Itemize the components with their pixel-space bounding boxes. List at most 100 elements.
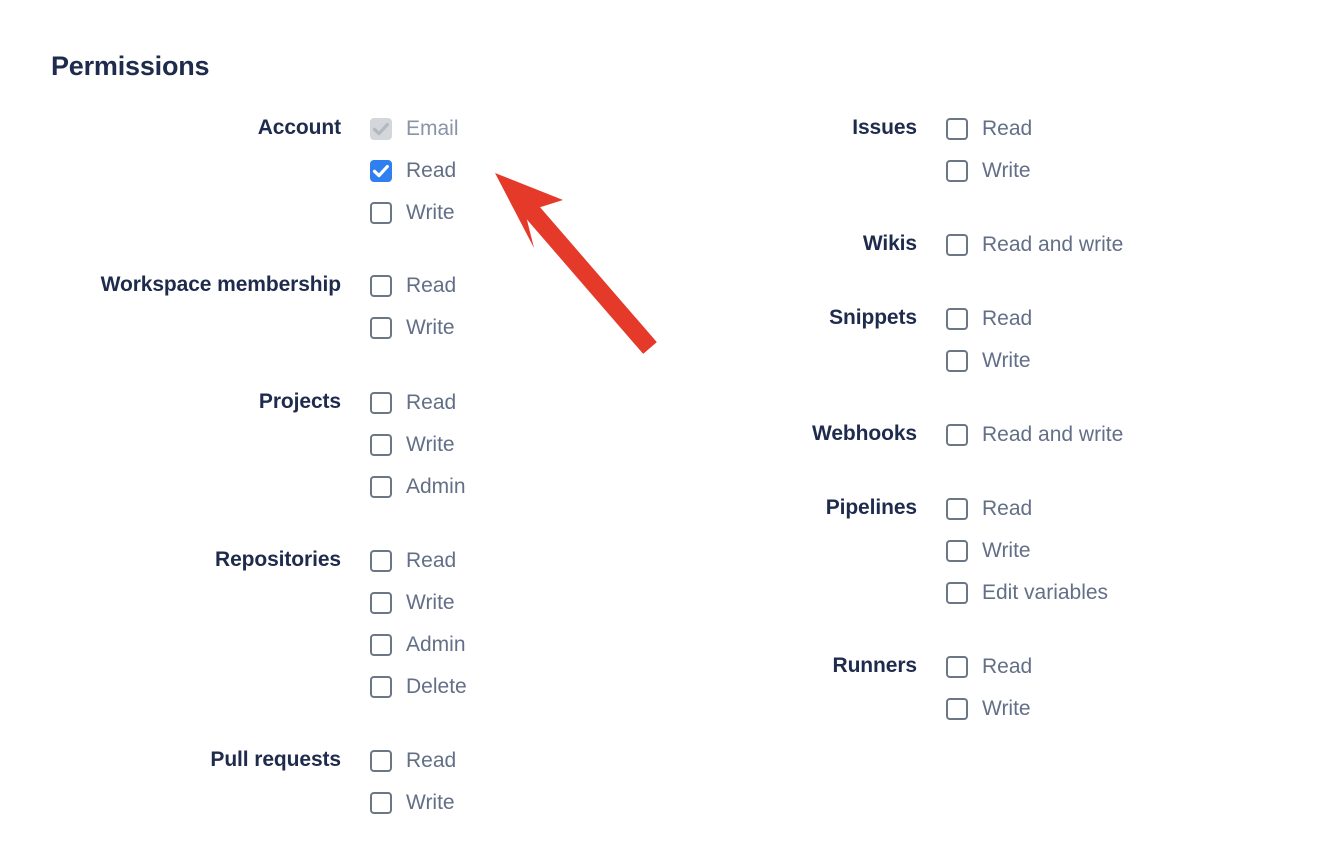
permission-option-snippets-write[interactable]: Write xyxy=(946,340,1032,382)
checkbox-repositories-delete[interactable] xyxy=(370,676,392,698)
permission-group-label-snippets: Snippets xyxy=(829,306,917,329)
checkbox-label-repositories-delete: Delete xyxy=(406,675,467,698)
permission-option-projects-admin[interactable]: Admin xyxy=(370,466,466,508)
checkbox-repositories-admin[interactable] xyxy=(370,634,392,656)
checkbox-repositories-read[interactable] xyxy=(370,550,392,572)
checkbox-label-snippets-read: Read xyxy=(982,307,1033,330)
checkbox-runners-read[interactable] xyxy=(946,656,968,678)
checkbox-label-repositories-admin: Admin xyxy=(406,633,466,656)
permission-option-runners-read[interactable]: Read xyxy=(946,646,1032,688)
checkbox-label-account-write: Write xyxy=(406,201,455,224)
page-title: Permissions xyxy=(51,51,210,81)
checkbox-webhooks-read-and-write[interactable] xyxy=(946,424,968,446)
checkbox-label-snippets-write: Write xyxy=(982,349,1031,372)
checkbox-label-repositories-write: Write xyxy=(406,591,455,614)
permission-group-label-pipelines: Pipelines xyxy=(825,496,917,519)
permission-option-issues-write[interactable]: Write xyxy=(946,150,1032,192)
permission-option-pull-requests-write[interactable]: Write xyxy=(370,782,456,824)
permission-option-issues-read[interactable]: Read xyxy=(946,108,1032,150)
permission-option-projects-read[interactable]: Read xyxy=(370,382,466,424)
checkbox-repositories-write[interactable] xyxy=(370,592,392,614)
checkbox-pipelines-write[interactable] xyxy=(946,540,968,562)
permission-option-pipelines-read[interactable]: Read xyxy=(946,488,1108,530)
checkbox-label-pull-requests-read: Read xyxy=(406,749,457,772)
permission-option-runners-write[interactable]: Write xyxy=(946,688,1032,730)
checkbox-pull-requests-read[interactable] xyxy=(370,750,392,772)
permission-option-repositories-read[interactable]: Read xyxy=(370,540,467,582)
permission-option-account-read[interactable]: Read xyxy=(370,150,459,192)
checkbox-account-read[interactable] xyxy=(370,160,392,182)
checkbox-label-pipelines-write: Write xyxy=(982,539,1031,562)
checkbox-runners-write[interactable] xyxy=(946,698,968,720)
checkbox-pipelines-read[interactable] xyxy=(946,498,968,520)
permission-option-workspace-membership-write[interactable]: Write xyxy=(370,307,456,349)
permission-option-repositories-admin[interactable]: Admin xyxy=(370,624,467,666)
permission-option-pipelines-edit-variables[interactable]: Edit variables xyxy=(946,572,1108,614)
checkbox-snippets-read[interactable] xyxy=(946,308,968,330)
permission-group-label-account: Account xyxy=(257,116,341,139)
permission-group-label-repositories: Repositories xyxy=(215,548,341,571)
checkbox-account-write[interactable] xyxy=(370,202,392,224)
checkbox-issues-write[interactable] xyxy=(946,160,968,182)
permission-option-projects-write[interactable]: Write xyxy=(370,424,466,466)
permission-option-repositories-delete[interactable]: Delete xyxy=(370,666,467,708)
permission-option-account-write[interactable]: Write xyxy=(370,192,459,234)
checkbox-label-wikis-read-and-write: Read and write xyxy=(982,233,1124,256)
permission-group-label-workspace-membership: Workspace membership xyxy=(100,273,341,296)
checkbox-label-runners-read: Read xyxy=(982,655,1033,678)
permission-option-pull-requests-read[interactable]: Read xyxy=(370,740,456,782)
permission-option-wikis-read-and-write[interactable]: Read and write xyxy=(946,224,1123,266)
permission-options-webhooks: Read and write xyxy=(917,414,1123,456)
checkbox-label-issues-write: Write xyxy=(982,159,1031,182)
checkbox-projects-admin[interactable] xyxy=(370,476,392,498)
checkbox-label-account-read: Read xyxy=(406,159,457,182)
checkbox-wikis-read-and-write[interactable] xyxy=(946,234,968,256)
permission-option-repositories-write[interactable]: Write xyxy=(370,582,467,624)
checkbox-label-projects-write: Write xyxy=(406,433,455,456)
checkbox-workspace-membership-write[interactable] xyxy=(370,317,392,339)
checkbox-pull-requests-write[interactable] xyxy=(370,792,392,814)
checkbox-snippets-write[interactable] xyxy=(946,350,968,372)
checkbox-projects-write[interactable] xyxy=(370,434,392,456)
permission-group-label-projects: Projects xyxy=(258,390,341,413)
checkbox-workspace-membership-read[interactable] xyxy=(370,275,392,297)
checkbox-label-projects-read: Read xyxy=(406,391,457,414)
permission-option-snippets-read[interactable]: Read xyxy=(946,298,1032,340)
checkbox-label-runners-write: Write xyxy=(982,697,1031,720)
permission-option-pipelines-write[interactable]: Write xyxy=(946,530,1108,572)
checkbox-label-account-email: Email xyxy=(406,117,459,140)
permission-group-label-runners: Runners xyxy=(832,654,918,677)
checkbox-label-pull-requests-write: Write xyxy=(406,791,455,814)
permission-option-webhooks-read-and-write[interactable]: Read and write xyxy=(946,414,1123,456)
checkbox-label-repositories-read: Read xyxy=(406,549,457,572)
checkbox-label-workspace-membership-write: Write xyxy=(406,316,455,339)
checkbox-label-pipelines-edit-variables: Edit variables xyxy=(982,581,1109,604)
permission-options-wikis: Read and write xyxy=(917,224,1123,266)
checkbox-account-email xyxy=(370,118,392,140)
checkbox-pipelines-edit-variables[interactable] xyxy=(946,582,968,604)
permission-group-label-wikis: Wikis xyxy=(862,232,917,255)
permission-option-workspace-membership-read[interactable]: Read xyxy=(370,265,456,307)
checkbox-issues-read[interactable] xyxy=(946,118,968,140)
checkbox-label-issues-read: Read xyxy=(982,117,1033,140)
permission-group-wikis: Wikis Read and write xyxy=(660,224,1123,266)
checkbox-projects-read[interactable] xyxy=(370,392,392,414)
